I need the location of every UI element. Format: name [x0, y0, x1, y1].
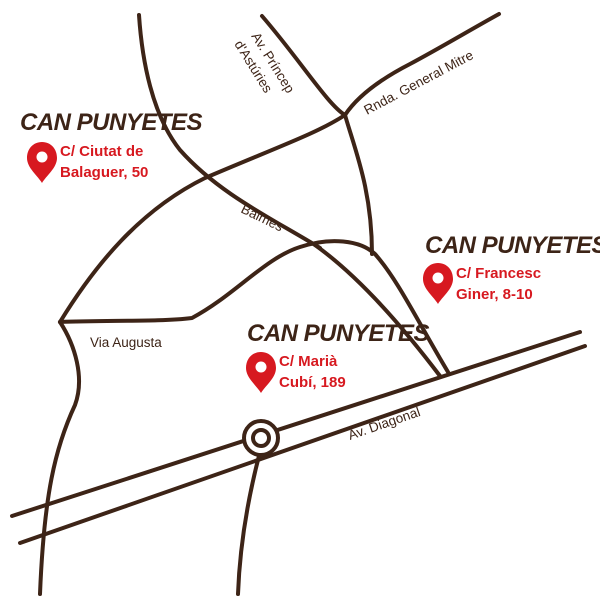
street-line-left-upper: [137, 13, 322, 250]
brand-logo: CAN PUNYETES: [247, 320, 430, 347]
street-label-balmes: Balmes: [239, 201, 286, 234]
brand-logo: CAN PUNYETES: [425, 232, 600, 259]
location-maria-cubi[interactable]: CAN PUNYETES C/ Marià Cubí, 189: [246, 320, 430, 393]
address-line-2: Giner, 8-10: [456, 286, 533, 303]
street-label-via-augusta: Via Augusta: [90, 335, 162, 350]
address-line-1: C/ Francesc: [456, 265, 541, 282]
address-line-2: Balaguer, 50: [60, 164, 148, 181]
street-line-principe-mitre: [260, 12, 501, 117]
street-line-balmes: [313, 243, 442, 378]
map-pin-icon: [246, 352, 276, 393]
street-line-balaguer: [58, 113, 347, 324]
location-ciutat-de-balaguer[interactable]: CAN PUNYETES C/ Ciutat de Balaguer, 50: [20, 109, 203, 183]
street-line-left-lower: [38, 320, 82, 596]
street-line-diagonal-south: [18, 344, 587, 545]
address-line-1: C/ Ciutat de: [60, 143, 143, 160]
map-pin-icon: [27, 142, 57, 183]
address-line-2: Cubí, 189: [279, 374, 346, 391]
street-line-diagonal-north: [10, 330, 582, 518]
location-francesc-giner[interactable]: CAN PUNYETES C/ Francesc Giner, 8-10: [423, 232, 600, 304]
street-line-via-augusta: [58, 239, 450, 374]
brand-logo: CAN PUNYETES: [20, 109, 203, 136]
map-pin-icon: [423, 263, 453, 304]
street-line-mitre-south: [343, 113, 374, 256]
street-line-south: [236, 450, 262, 596]
roundabout-icon: [242, 419, 280, 457]
street-lines: [10, 12, 587, 596]
address-line-1: C/ Marià: [279, 353, 338, 370]
